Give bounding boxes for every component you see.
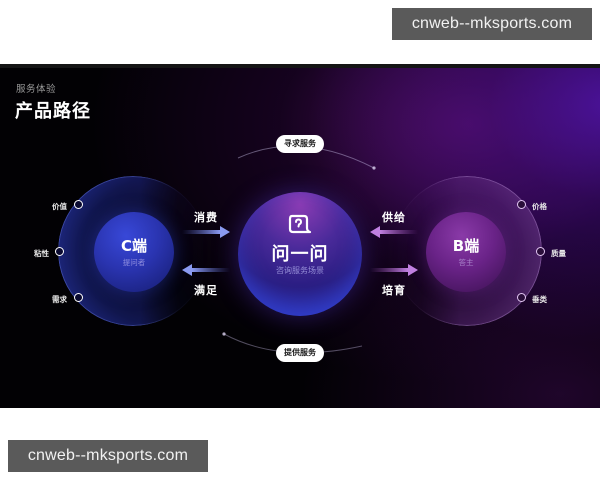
c-attribute-dot: [74, 200, 83, 209]
question-bubble-icon: [288, 214, 312, 234]
c-side-circle: C端 提问者: [94, 212, 174, 292]
slide-subtitle: 服务体验: [16, 84, 57, 95]
c-attribute-stickiness: 粘性: [34, 249, 49, 258]
c-side-title: C端: [120, 237, 147, 255]
provide-service-pill: 提供服务: [276, 344, 324, 362]
b-side-title: B端: [452, 237, 480, 255]
b-attribute-dot: [517, 200, 526, 209]
c-attribute-dot: [55, 247, 64, 256]
b-attribute-quality: 质量: [551, 249, 566, 258]
c-attribute-value: 价值: [52, 202, 67, 211]
b-attribute-vertical: 垂类: [532, 295, 547, 304]
arrow-left-icon: [182, 264, 230, 276]
slide-title: 产品路径: [15, 101, 91, 122]
center-title: 问一问: [271, 244, 329, 265]
flow-label-satisfy: 满足: [194, 284, 218, 297]
top-edge-bar: [0, 64, 600, 68]
arrow-left-icon: [370, 226, 418, 238]
b-attribute-dot: [536, 247, 545, 256]
b-side-subtitle: 答主: [458, 258, 474, 267]
c-attribute-demand: 需求: [52, 295, 67, 304]
c-attribute-dot: [74, 293, 83, 302]
c-side-subtitle: 提问者: [122, 258, 146, 267]
arrow-right-icon: [370, 264, 418, 276]
b-side-circle: B端 答主: [426, 212, 506, 292]
flow-label-supply: 供给: [382, 211, 406, 224]
watermark-bottom: cnweb--mksports.com: [8, 440, 208, 472]
center-circle: [238, 192, 362, 316]
center-subtitle: 咨询服务场景: [276, 266, 324, 275]
b-attribute-price: 价格: [532, 202, 547, 211]
product-path-slide: 服务体验 产品路径 寻求服务 提供服务 C端 提问者 价值 粘性 需求 B端 答…: [0, 64, 600, 408]
b-attribute-dot: [517, 293, 526, 302]
watermark-top: cnweb--mksports.com: [392, 8, 592, 40]
seek-service-pill: 寻求服务: [276, 135, 324, 153]
flow-label-consume: 消费: [194, 211, 218, 224]
flow-label-nurture: 培育: [382, 284, 406, 297]
arrow-right-icon: [182, 226, 230, 238]
